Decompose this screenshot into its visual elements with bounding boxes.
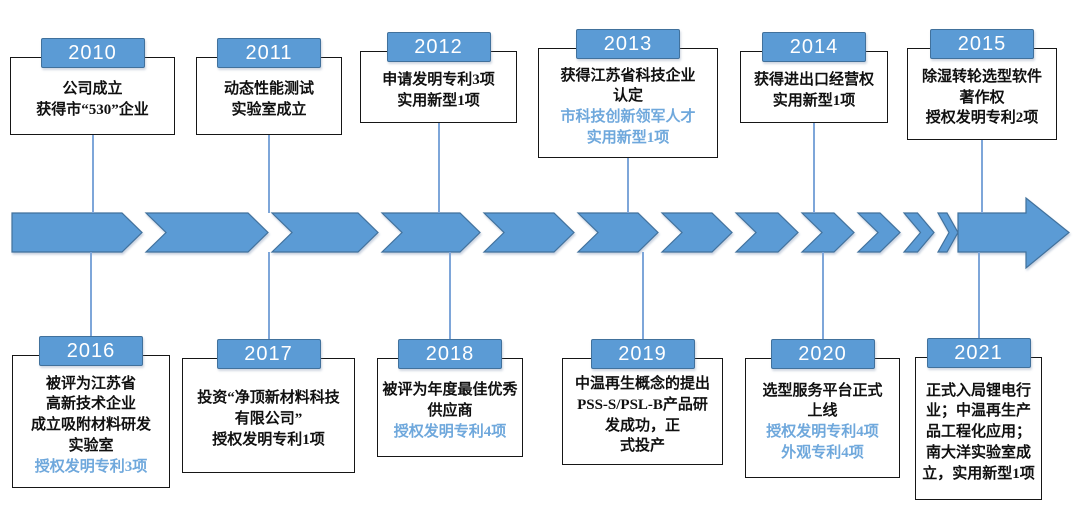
year-tab-2010: 2010 xyxy=(40,38,145,68)
band-terminal-arrow xyxy=(957,196,1070,270)
milestone-highlight-line: 授权发明专利3项 xyxy=(34,458,148,475)
band-chevron-segment xyxy=(482,212,575,253)
band-chevron-segment xyxy=(734,212,799,253)
year-tab-2015: 2015 xyxy=(930,29,1034,59)
milestone-text-line: 中温再生概念的提出 xyxy=(574,376,710,393)
milestone-text-line: 实验室成立 xyxy=(231,102,307,118)
milestone-highlight-line: 实用新型1项 xyxy=(586,129,670,146)
milestone-text-line: 实用新型1项 xyxy=(397,93,480,109)
connector-line-2014 xyxy=(813,123,815,213)
connector-line-2020 xyxy=(821,252,824,358)
milestone-box-2018: 2018 被评为年度最佳优秀供应商授权发明专利4项 xyxy=(377,339,523,457)
connector-line-2016 xyxy=(90,252,92,355)
band-chevron-segment xyxy=(380,212,481,253)
year-tab-2021: 2021 xyxy=(926,338,1031,368)
milestone-text-line: 动态性能测试 xyxy=(223,81,314,98)
band-chevron-segment xyxy=(144,212,269,253)
milestone-text-line: 立，实用新型1项 xyxy=(922,465,1035,482)
milestone-text-line: 授权发明专利2项 xyxy=(925,110,1039,127)
connector-line-2010 xyxy=(91,135,94,213)
connector-line-2019 xyxy=(641,252,644,358)
band-chevron-segment xyxy=(800,212,855,253)
band-chevron-segment xyxy=(902,212,935,253)
milestone-text-line: PSS-S/PSL-B产品研 xyxy=(577,396,708,413)
milestone-text-line: 发成功，正 xyxy=(604,417,680,434)
milestone-text-line: 被评为江苏省 xyxy=(45,375,136,392)
milestone-text-line: 著作权 xyxy=(959,89,1005,106)
milestone-text-line: 成立吸附材料研发 xyxy=(30,417,151,434)
milestone-text-line: 投资“净顶新材料科技 xyxy=(197,390,340,407)
band-pentagon-segment xyxy=(11,212,143,253)
year-tab-2016: 2016 xyxy=(39,336,143,366)
milestone-text-line: 除湿转轮选型软件 xyxy=(921,68,1042,85)
connector-line-2012 xyxy=(437,123,440,213)
year-tab-2012: 2012 xyxy=(386,32,491,62)
milestone-text-line: 品工程化应用； xyxy=(925,424,1031,441)
band-chevron-segment xyxy=(576,212,659,253)
milestone-text-line: 供应商 xyxy=(427,403,473,420)
band-chevron-segment xyxy=(936,212,959,253)
milestone-text-line: 高新技术企业 xyxy=(45,396,136,413)
milestone-text-line: 式投产 xyxy=(619,438,665,455)
connector-line-2013 xyxy=(627,158,629,213)
milestone-box-2011: 2011 动态性能测试实验室成立 xyxy=(196,38,342,135)
milestone-text-line: 有限公司” xyxy=(234,411,303,428)
band-chevron-segment xyxy=(660,212,733,253)
year-tab-2018: 2018 xyxy=(398,339,502,369)
milestone-text-line: 正式入局锂电行 xyxy=(925,382,1031,399)
connector-line-2021 xyxy=(977,252,980,357)
milestone-text-line: 申请发明专利3项 xyxy=(382,72,495,89)
milestone-text-line: 业；中温再生产 xyxy=(925,403,1031,420)
connector-line-2011 xyxy=(268,135,270,213)
milestone-text-line: 南大洋实验室成 xyxy=(925,444,1031,461)
milestone-box-2016: 2016 被评为江苏省高新技术企业成立吸附材料研发实验室授权发明专利3项 xyxy=(12,336,170,488)
milestone-text-line: 实验室 xyxy=(68,437,114,454)
milestone-box-2021: 2021 正式入局锂电行业；中温再生产品工程化应用； 南大洋实验室成立，实用新型1项 xyxy=(915,338,1042,500)
milestone-box-2017: 2017 投资“净顶新材料科技有限公司” 授权发明专利1项 xyxy=(182,339,355,473)
milestone-text-line: 获得江苏省科技企业 xyxy=(560,67,696,84)
milestone-box-2020: 2020 选型服务平台正式上线授权发明专利4项外观专利4项 xyxy=(745,339,900,478)
milestone-text-line: 获得市“530”企业 xyxy=(36,102,149,118)
milestone-highlight-line: 外观专利4项 xyxy=(781,444,864,461)
milestone-box-2010: 2010 公司成立获得市“530”企业 xyxy=(10,38,175,135)
connector-line-2015 xyxy=(981,140,983,213)
milestone-box-2014: 2014 获得进出口经营权实用新型1项 xyxy=(740,32,888,123)
connector-line-2017 xyxy=(267,252,270,358)
milestone-text-line: 上线 xyxy=(807,403,838,420)
milestone-box-2019: 2019 中温再生概念的提出 PSS-S/PSL-B产品研发成功，正式投产 xyxy=(562,339,723,465)
year-tab-2020: 2020 xyxy=(770,339,875,369)
year-tab-2019: 2019 xyxy=(590,339,695,369)
year-tab-2013: 2013 xyxy=(576,29,680,59)
connector-line-2018 xyxy=(449,252,451,358)
milestone-highlight-line: 市科技创新领军人才 xyxy=(560,109,696,125)
milestone-text-line: 被评为年度最佳优秀 xyxy=(382,382,518,399)
year-tab-2011: 2011 xyxy=(217,38,321,68)
milestone-text-line: 授权发明专利1项 xyxy=(212,431,325,448)
milestone-highlight-line: 授权发明专利4项 xyxy=(393,423,507,440)
band-chevron-segment xyxy=(856,212,901,253)
milestone-box-2012: 2012 申请发明专利3项实用新型1项 xyxy=(360,32,517,123)
milestone-text-line: 公司成立 xyxy=(62,81,123,98)
band-chevron-segment xyxy=(270,212,379,253)
milestone-text-line: 实用新型1项 xyxy=(772,93,856,109)
milestone-text-line: 选型服务平台正式 xyxy=(762,382,883,399)
milestone-text-line: 认定 xyxy=(612,88,643,105)
milestone-box-2015: 2015 除湿转轮选型软件著作权授权发明专利2项 xyxy=(907,29,1057,140)
year-tab-2017: 2017 xyxy=(216,339,321,369)
milestone-text-line: 获得进出口经营权 xyxy=(753,72,874,89)
milestone-box-2013: 2013 获得江苏省科技企业认定市科技创新领军人才实用新型1项 xyxy=(538,29,718,158)
year-tab-2014: 2014 xyxy=(762,32,866,62)
milestone-highlight-line: 授权发明专利4项 xyxy=(766,424,879,440)
